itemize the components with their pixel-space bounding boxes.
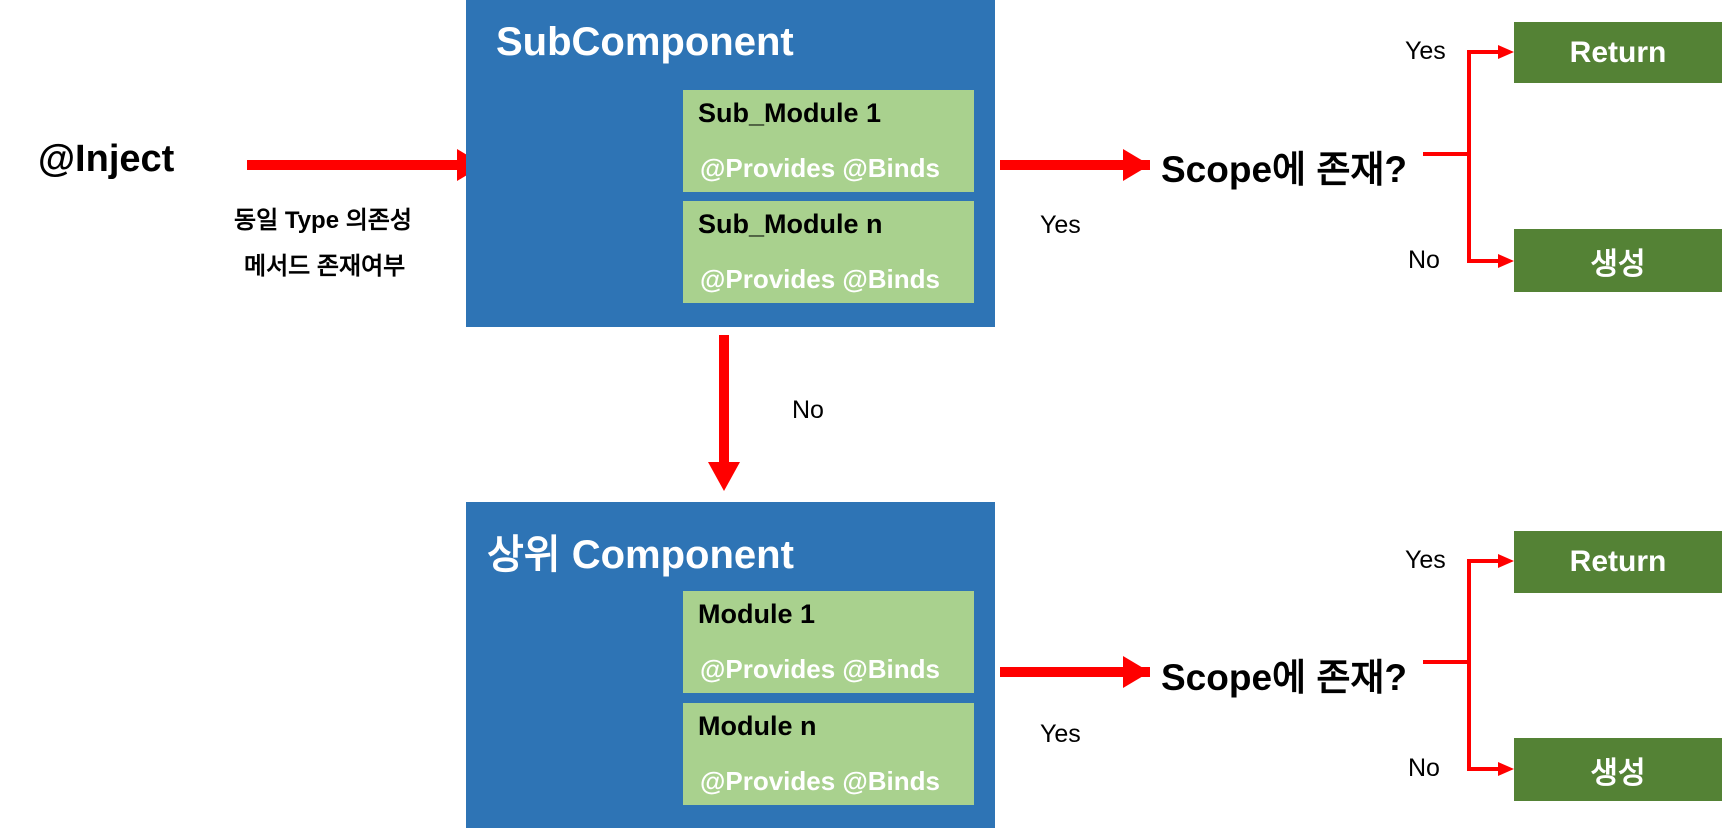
module-1: Module 1 @Provides @Binds bbox=[683, 591, 974, 693]
sub-module-n: Sub_Module n @Provides @Binds bbox=[683, 201, 974, 303]
module-name: Module 1 bbox=[698, 599, 816, 629]
module-annotations: @Provides @Binds bbox=[700, 766, 940, 796]
parent-component-box: 상위 Component Module 1 @Provides @Binds M… bbox=[466, 502, 995, 828]
arrow-sub-to-scope-head bbox=[1123, 149, 1150, 181]
arrow-parent-to-scope bbox=[1000, 667, 1150, 677]
subcomponent-box: SubComponent Sub_Module 1 @Provides @Bin… bbox=[466, 0, 995, 327]
arrow-sub-to-scope bbox=[1000, 160, 1150, 170]
edge-label-sub-yes: Yes bbox=[1040, 211, 1081, 239]
arrow-sub-to-parent-head bbox=[708, 462, 740, 491]
module-name: Module n bbox=[698, 711, 817, 741]
module-n: Module n @Provides @Binds bbox=[683, 703, 974, 805]
result-create-top: 생성 bbox=[1514, 229, 1722, 292]
inject-label: @Inject bbox=[38, 138, 175, 180]
subcomponent-title: SubComponent bbox=[496, 20, 794, 64]
arrow-sub-to-parent bbox=[719, 335, 729, 465]
scope-question-top: Scope에 존재? bbox=[1161, 149, 1408, 190]
scope-bottom-no-label: No bbox=[1408, 754, 1440, 782]
scope-top-yes-label: Yes bbox=[1405, 37, 1446, 65]
scope-top-no-label: No bbox=[1408, 246, 1440, 274]
result-create-bottom: 생성 bbox=[1514, 738, 1722, 801]
edge-label-sub-no: No bbox=[792, 396, 824, 424]
search-note-line1: 동일 Type 의존성 bbox=[234, 207, 412, 234]
result-return-top: Return bbox=[1514, 22, 1722, 83]
scope-question-bottom: Scope에 존재? bbox=[1161, 657, 1408, 698]
sub-module-1: Sub_Module 1 @Provides @Binds bbox=[683, 90, 974, 192]
module-annotations: @Provides @Binds bbox=[700, 264, 940, 294]
search-note-line2: 메서드 존재여부 bbox=[244, 253, 406, 280]
module-name: Sub_Module n bbox=[698, 209, 883, 239]
module-annotations: @Provides @Binds bbox=[700, 153, 940, 183]
module-name: Sub_Module 1 bbox=[698, 98, 882, 128]
arrow-parent-to-scope-head bbox=[1123, 656, 1150, 688]
result-return-bottom: Return bbox=[1514, 531, 1722, 593]
arrow-inject-to-subcomponent bbox=[247, 160, 460, 170]
edge-label-parent-yes: Yes bbox=[1040, 720, 1081, 748]
scope-bottom-yes-label: Yes bbox=[1405, 546, 1446, 574]
module-annotations: @Provides @Binds bbox=[700, 654, 940, 684]
parent-component-title: 상위 Component bbox=[487, 533, 794, 577]
